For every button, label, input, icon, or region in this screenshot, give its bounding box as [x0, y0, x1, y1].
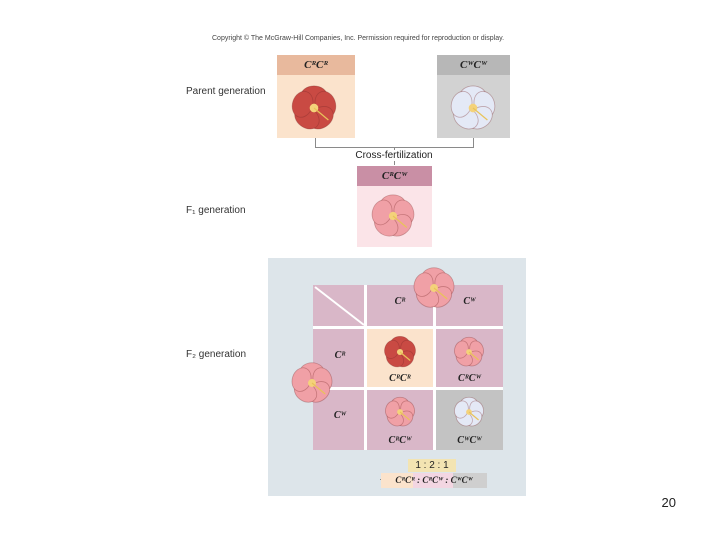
grid-line [313, 326, 503, 329]
cell-genotype: CᴿCᴿ [389, 373, 411, 384]
ratio-numbers: 1 : 2 : 1 [408, 459, 456, 472]
cell-genotype: CᴿCᵂ [388, 435, 412, 446]
cross-fertilization-label: Cross-fertilization [342, 150, 446, 161]
pink-flower-icon [291, 362, 333, 403]
page-number: 20 [661, 495, 676, 510]
punnett-cell-crcw-bottom: CᴿCᵂ [367, 390, 433, 450]
cell-genotype: CᵂCᵂ [457, 435, 482, 446]
parent-generation-label: Parent generation [186, 86, 266, 97]
pink-flower-icon [385, 396, 415, 427]
white-flower-icon [450, 85, 496, 130]
parent-red-genotype: CᴿCᴿ [277, 55, 355, 75]
f1-genotype: CᴿCᵂ [357, 166, 432, 186]
connector-line [315, 138, 316, 148]
row-header-cr: Cᴿ [334, 350, 346, 361]
punnett-cell-crcw-top: CᴿCᵂ [436, 329, 503, 387]
f2-generation-label: F₂ generation [186, 349, 247, 360]
white-flower-icon [454, 396, 484, 427]
row-header-cw: Cᵂ [333, 410, 347, 421]
col-header-cr: Cᴿ [394, 296, 406, 307]
grid-line [433, 285, 436, 450]
pink-flower-icon [371, 194, 415, 237]
corner-diagonal [314, 286, 365, 326]
f1-generation-label: F₁ generation [186, 205, 246, 216]
grid-line [313, 387, 503, 390]
parent-white-genotype: CᵂCᵂ [437, 55, 510, 75]
copyright-notice: Copyright © The McGraw-Hill Companies, I… [212, 35, 505, 42]
ratio-genotypes: CᴿCᴿ : CᴿCᵂ : CᵂCᵂ [381, 473, 487, 488]
cell-genotype: CᴿCᵂ [457, 373, 482, 384]
connector-line [473, 138, 474, 148]
col-header-cw: Cᵂ [463, 296, 476, 307]
grid-line [364, 285, 367, 450]
red-flower-icon [291, 85, 337, 130]
pink-flower-icon [454, 336, 484, 367]
red-flower-icon [384, 335, 416, 368]
pink-flower-icon [413, 267, 455, 308]
